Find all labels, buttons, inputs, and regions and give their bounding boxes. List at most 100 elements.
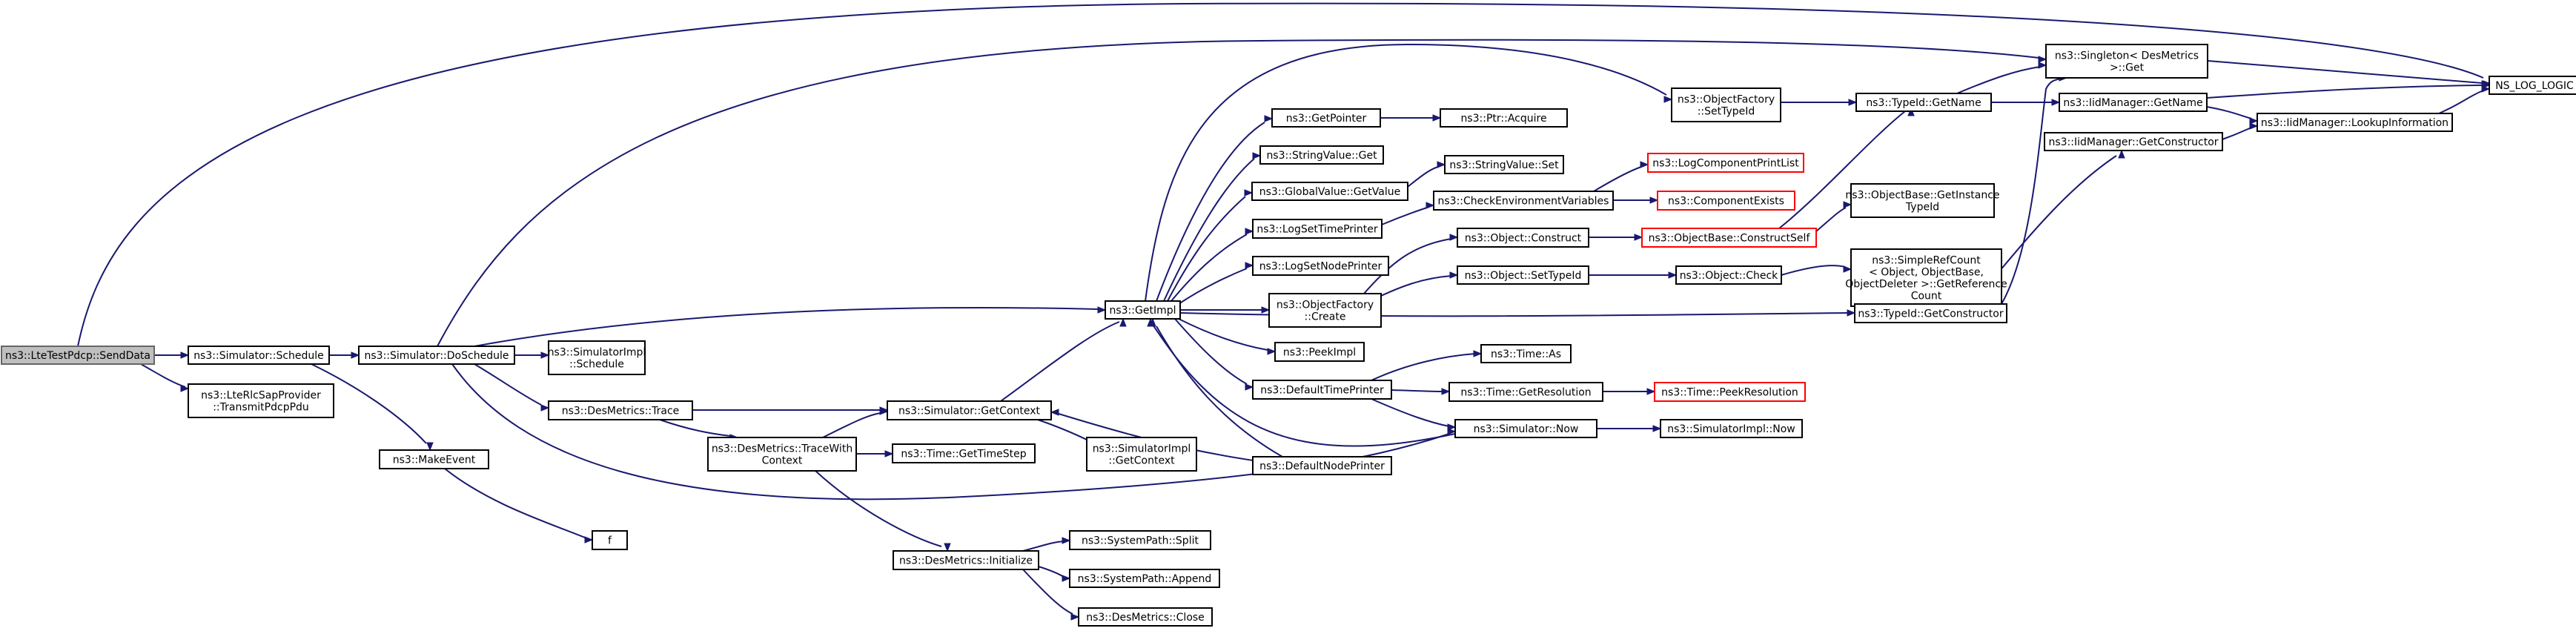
edge-do_schedule-to-get_impl	[474, 306, 1107, 347]
node-of-set-type[interactable]: ns3::ObjectFactory::SetTypeId	[1671, 87, 1781, 122]
node-log-set-node[interactable]: ns3::LogSetNodePrinter	[1252, 256, 1389, 276]
node-global-value-get[interactable]: ns3::GlobalValue::GetValue	[1251, 182, 1408, 201]
node-iid-lookup[interactable]: ns3::IidManager::LookupInformation	[2257, 113, 2453, 132]
edge-default_node_printer-to-get_impl	[1149, 317, 1283, 457]
node-singleton-get[interactable]: ns3::Singleton< DesMetrics >::Get	[2045, 44, 2208, 79]
node-default-node-printer[interactable]: ns3::DefaultNodePrinter	[1252, 456, 1392, 475]
node-path-append[interactable]: ns3::SystemPath::Append	[1069, 569, 1220, 588]
node-simulator-now[interactable]: ns3::Simulator::Now	[1454, 419, 1597, 438]
node-ns-log-logic[interactable]: NS_LOG_LOGIC	[2489, 76, 2576, 95]
node-string-value-set[interactable]: ns3::StringValue::Set	[1444, 155, 1564, 174]
edge-line	[1371, 353, 1476, 381]
node-path-split[interactable]: ns3::SystemPath::Split	[1069, 530, 1211, 550]
edge-get_pointer-to-ptr_acquire	[1380, 114, 1442, 122]
node-box	[1069, 530, 1211, 550]
edge-arrowhead	[1244, 189, 1254, 196]
node-label: ::Schedule	[569, 359, 624, 371]
node-get-impl[interactable]: ns3::GetImpl	[1105, 300, 1181, 320]
node-box	[1252, 256, 1389, 276]
node-get-context[interactable]: ns3::Simulator::GetContext	[887, 400, 1052, 420]
node-type-get-name[interactable]: ns3::TypeId::GetName	[1855, 93, 1992, 112]
node-time-peek-resolution[interactable]: ns3::Time::PeekResolution	[1654, 382, 1806, 402]
node-object-set-type[interactable]: ns3::Object::SetTypeId	[1457, 265, 1589, 285]
node-box	[1850, 183, 1995, 218]
node-label: ns3::ObjectFactory	[1678, 94, 1775, 106]
edge-line	[1178, 318, 1268, 351]
edge-line	[1371, 398, 1450, 427]
node-simple-ref-count[interactable]: ns3::SimpleRefCount< Object, ObjectBase,…	[1845, 248, 2007, 307]
edge-line	[474, 363, 542, 406]
node-label: ns3::Time::As	[1491, 348, 1561, 360]
node-label: ns3::LogSetNodePrinter	[1259, 261, 1383, 273]
edge-arrowhead	[1663, 96, 1673, 103]
edge-arrowhead	[1267, 348, 1277, 355]
node-label: ns3::DesMetrics::Close	[1086, 612, 1205, 624]
node-schedule[interactable]: ns3::Simulator::Schedule	[188, 346, 330, 365]
node-transmit-pdu[interactable]: ns3::LteRlcSapProvider::TransmitPdcpPdu	[188, 383, 334, 418]
node-iid-get-ctor[interactable]: ns3::IidManager::GetConstructor	[2044, 132, 2223, 151]
node-des-initialize[interactable]: ns3::DesMetrics::Initialize	[893, 550, 1039, 570]
node-send-data[interactable]: ns3::LteTestPdcp::SendData	[1, 346, 155, 365]
node-do-schedule[interactable]: ns3::Simulator::DoSchedule	[358, 346, 515, 365]
edge-arrowhead	[540, 351, 550, 359]
node-object-construct[interactable]: ns3::Object::Construct	[1457, 228, 1589, 248]
edge-arrowhead	[540, 404, 550, 412]
node-des-close[interactable]: ns3::DesMetrics::Close	[1078, 607, 1213, 627]
edge-default_time_printer-to-simulator_now	[1371, 398, 1457, 431]
node-make-event[interactable]: ns3::MakeEvent	[379, 449, 489, 469]
node-box	[1444, 155, 1564, 174]
node-construct-self[interactable]: ns3::ObjectBase::ConstructSelf	[1641, 228, 1817, 248]
node-get-time-step[interactable]: ns3::Time::GetTimeStep	[892, 443, 1036, 463]
node-box	[548, 340, 646, 375]
node-log-set-time[interactable]: ns3::LogSetTimePrinter	[1252, 219, 1383, 239]
node-label: Context	[762, 455, 803, 467]
node-ptr-acquire[interactable]: ns3::Ptr::Acquire	[1440, 108, 1568, 128]
node-label: ns3::DesMetrics::Initialize	[899, 555, 1033, 567]
node-log-print-list[interactable]: ns3::LogComponentPrintList	[1647, 153, 1804, 173]
node-default-time-printer[interactable]: ns3::DefaultTimePrinter	[1252, 380, 1392, 400]
node-iid-get-name[interactable]: ns3::IidManager::GetName	[2059, 93, 2208, 112]
node-impl-schedule[interactable]: ns3::SimulatorImpl::Schedule	[548, 340, 646, 375]
edge-schedule-to-do_schedule	[329, 351, 360, 359]
edge-line	[1038, 566, 1064, 578]
edge-default_time_printer-to-time_as	[1371, 350, 1483, 381]
node-box	[1078, 607, 1213, 627]
edge-line	[1167, 196, 1246, 302]
node-component-exists[interactable]: ns3::ComponentExists	[1657, 191, 1795, 211]
node-impl-now[interactable]: ns3::SimulatorImpl::Now	[1660, 419, 1803, 438]
node-label: ns3::SystemPath::Split	[1082, 535, 1199, 547]
node-box	[1252, 219, 1383, 239]
node-label: ns3::LteTestPdcp::SendData	[5, 350, 150, 362]
node-object-check[interactable]: ns3::Object::Check	[1675, 265, 1782, 285]
node-time-as[interactable]: ns3::Time::As	[1480, 344, 1572, 363]
node-of-create[interactable]: ns3::ObjectFactory::Create	[1268, 293, 1382, 328]
edge-arrowhead	[1426, 202, 1435, 209]
edge-arrowhead	[1437, 161, 1446, 168]
edge-arrowhead	[1449, 234, 1459, 241]
edge-arrowhead	[2038, 56, 2047, 63]
node-type-get-ctor[interactable]: ns3::TypeId::GetConstructor	[1854, 303, 2007, 323]
node-string-value-get[interactable]: ns3::StringValue::Get	[1259, 145, 1384, 165]
edge-line	[1363, 238, 1452, 294]
node-peek-impl[interactable]: ns3::PeekImpl	[1274, 342, 1365, 362]
edge-trace_with_context-to-get_time_step	[856, 450, 894, 457]
edge-line	[1022, 541, 1064, 552]
node-f[interactable]: f	[592, 530, 628, 550]
edge-schedule-to-make_event	[311, 363, 434, 452]
node-box	[1105, 300, 1181, 320]
node-check-env[interactable]: ns3::CheckEnvironmentVariables	[1433, 191, 1614, 211]
edge-iid_get_name-to-iid_lookup	[2206, 106, 2259, 125]
node-des-trace[interactable]: ns3::DesMetrics::Trace	[548, 400, 693, 420]
node-get-pointer[interactable]: ns3::GetPointer	[1271, 108, 1381, 128]
edge-check_env-to-log_print_list	[1593, 161, 1649, 192]
node-label: ns3::TypeId::GetConstructor	[1858, 308, 2003, 320]
edge-send_data-to-transmit_pdu	[140, 363, 190, 392]
node-time-get-resolution[interactable]: ns3::Time::GetResolution	[1448, 382, 1603, 402]
node-box	[1657, 191, 1795, 211]
edge-line	[2438, 90, 2484, 114]
edge-line	[1778, 110, 1906, 229]
node-box	[1251, 182, 1408, 201]
node-impl-get-context[interactable]: ns3::SimulatorImpl::GetContext	[1086, 437, 1197, 472]
